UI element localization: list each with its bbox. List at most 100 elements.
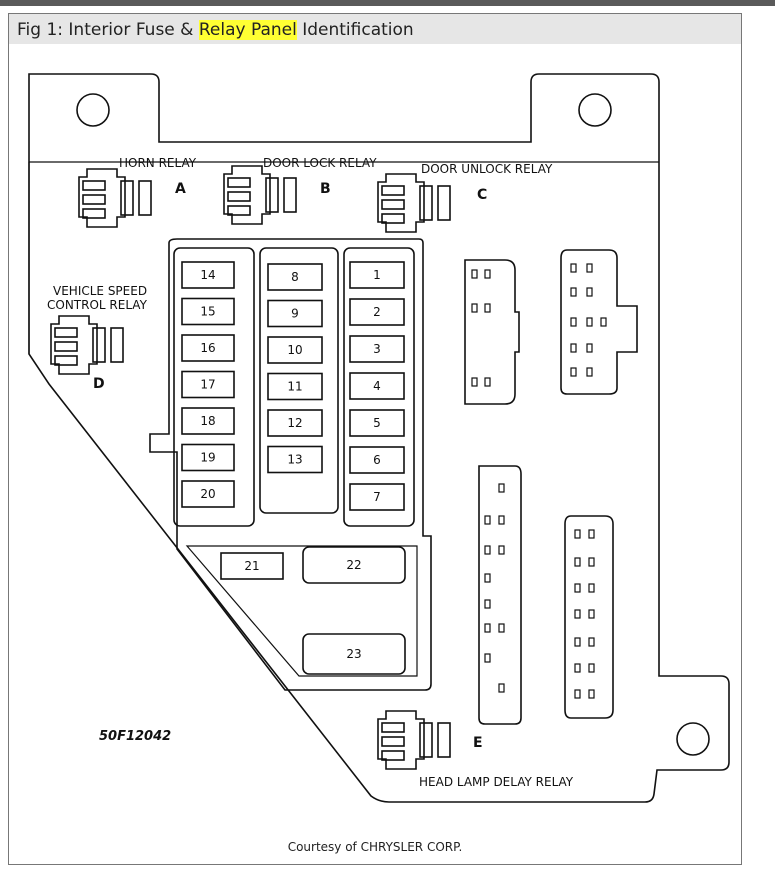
part-number: 50F12042 [99, 729, 171, 744]
connector-pin [574, 637, 581, 647]
fuse-3: 3 [349, 335, 405, 363]
fuse-11: 11 [267, 372, 323, 401]
connector-pin [484, 377, 491, 387]
connector-bottom-left [478, 465, 522, 725]
mounting-hole-right [578, 93, 612, 127]
connector-pin [484, 545, 491, 555]
connector-pin [570, 263, 577, 273]
relay-a [78, 168, 152, 228]
connector-pin [586, 287, 593, 297]
connector-pin [574, 529, 581, 539]
connector-pin [484, 623, 491, 633]
mounting-hole-left [76, 93, 110, 127]
connector-pin [586, 343, 593, 353]
relay-e [377, 710, 451, 770]
fuse-label: 15 [200, 305, 215, 319]
door-lock-relay-label: DOOR LOCK RELAY [263, 156, 377, 170]
fuse-21: 21 [220, 552, 284, 580]
connector-pin [570, 367, 577, 377]
relay-letter-b: B [320, 181, 331, 197]
fuse-column-mid-frame [259, 247, 339, 514]
credit-text: Courtesy of CHRYSLER CORP. [287, 840, 463, 854]
connector-pin [498, 515, 505, 525]
connector-pin [586, 317, 593, 327]
fuse-label: 3 [373, 342, 381, 356]
connector-top-left [464, 259, 520, 405]
fuse-6: 6 [349, 446, 405, 474]
fuse-4: 4 [349, 372, 405, 400]
figure-caption: Fig 1: Interior Fuse & Relay Panel Ident… [17, 20, 414, 40]
fuse-8: 8 [267, 263, 323, 291]
top-bar [0, 0, 775, 6]
connector-pin [484, 515, 491, 525]
fuse-label: 9 [291, 307, 299, 321]
connector-top-right [560, 249, 638, 395]
fuse-label: 1 [373, 268, 381, 282]
connector-pin [498, 545, 505, 555]
fuse-23: 23 [302, 633, 406, 675]
horn-relay-label: HORN RELAY [119, 156, 197, 170]
fuse-10: 10 [267, 336, 323, 364]
connector-pin [570, 317, 577, 327]
fuse-label: 14 [200, 268, 215, 282]
connector-pin [498, 483, 505, 493]
fuse-label: 13 [287, 453, 302, 467]
mounting-hole-bottom [676, 722, 710, 756]
connector-layer [464, 249, 638, 725]
fuse-19: 19 [181, 443, 235, 472]
fuse-block-housing [149, 238, 432, 691]
fuse-9: 9 [267, 299, 323, 328]
connector-pin [484, 599, 491, 609]
connector-pin [574, 609, 581, 619]
panel-outline [28, 73, 730, 803]
fuse-label: 7 [373, 490, 381, 504]
fuse-15: 15 [181, 297, 235, 326]
connector-pin [600, 317, 607, 327]
fuse-label: 10 [287, 343, 302, 357]
fuse-2: 2 [349, 298, 405, 326]
connector-pin [484, 573, 491, 583]
connector-pin [484, 303, 491, 313]
fuse-label: 5 [373, 416, 381, 430]
relay-letter-c: C [477, 187, 487, 203]
fuse-label: 11 [287, 380, 302, 394]
fuse-label: 21 [244, 559, 259, 573]
fuse-panel-diagram: HORN RELAY A DOOR LOCK RELAY B DOOR UNLO… [28, 73, 730, 803]
connector-pin [574, 583, 581, 593]
connector-pin [498, 683, 505, 693]
fuse-column-left-frame [173, 247, 255, 527]
fuse-label: 19 [200, 451, 215, 465]
connector-pin [574, 689, 581, 699]
fuse-16: 16 [181, 334, 235, 362]
head-lamp-relay-label: HEAD LAMP DELAY RELAY [419, 775, 574, 789]
connector-pin [471, 303, 478, 313]
vehicle-speed-label-2: CONTROL RELAY [47, 298, 148, 312]
fuse-20: 20 [181, 480, 235, 508]
relay-letter-a: A [175, 181, 186, 197]
connector-pin [586, 367, 593, 377]
connector-pin [570, 287, 577, 297]
fuse-1: 1 [349, 261, 405, 289]
caption-highlight: Relay Panel [198, 20, 297, 40]
fuse-label: 4 [373, 379, 381, 393]
fuse-22: 22 [302, 546, 406, 584]
relay-d [50, 315, 124, 375]
fuse-12: 12 [267, 409, 323, 437]
relay-letter-d: D [93, 376, 105, 392]
connector-pin [471, 377, 478, 387]
connector-pin [471, 269, 478, 279]
fuse-label: 8 [291, 270, 299, 284]
fuse-label: 23 [346, 647, 361, 661]
connector-pin [574, 663, 581, 673]
connector-pin [588, 583, 595, 593]
door-unlock-relay-label: DOOR UNLOCK RELAY [421, 162, 553, 176]
relay-letter-e: E [473, 735, 483, 751]
connector-pin [588, 637, 595, 647]
caption-bar: Fig 1: Interior Fuse & Relay Panel Ident… [9, 14, 741, 44]
fuse-14: 14 [181, 261, 235, 289]
fuse-13: 13 [267, 445, 323, 474]
caption-prefix: Fig 1: Interior Fuse & [17, 20, 199, 40]
fuse-label: 2 [373, 305, 381, 319]
fuse-label: 17 [200, 378, 215, 392]
